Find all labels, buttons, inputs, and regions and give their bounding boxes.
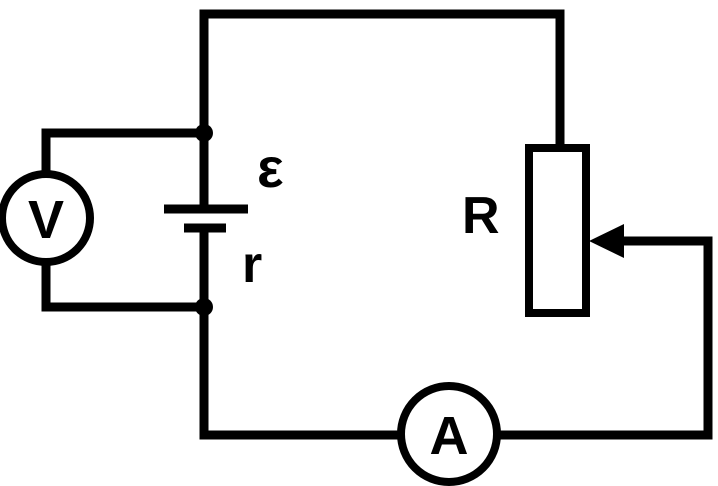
ammeter: A bbox=[397, 382, 501, 486]
slider-wire bbox=[495, 236, 713, 440]
slider-arrow-icon bbox=[589, 224, 624, 258]
voltmeter: V bbox=[0, 170, 94, 266]
lower-junction-dot bbox=[195, 298, 213, 316]
voltmeter-label: V bbox=[28, 190, 64, 250]
voltmeter-wire bbox=[41, 128, 209, 312]
upper-junction-dot bbox=[195, 124, 213, 142]
cell-lower-lead bbox=[199, 223, 403, 440]
ammeter-label: A bbox=[430, 406, 469, 466]
rheostat-body bbox=[525, 144, 590, 317]
top-wire bbox=[199, 9, 565, 153]
ammeter-circle bbox=[397, 382, 501, 486]
internal-resistance-label: r bbox=[242, 236, 262, 294]
emf-label: ε bbox=[257, 136, 284, 199]
voltmeter-circle bbox=[0, 170, 94, 266]
resistor-label: R bbox=[462, 187, 500, 245]
